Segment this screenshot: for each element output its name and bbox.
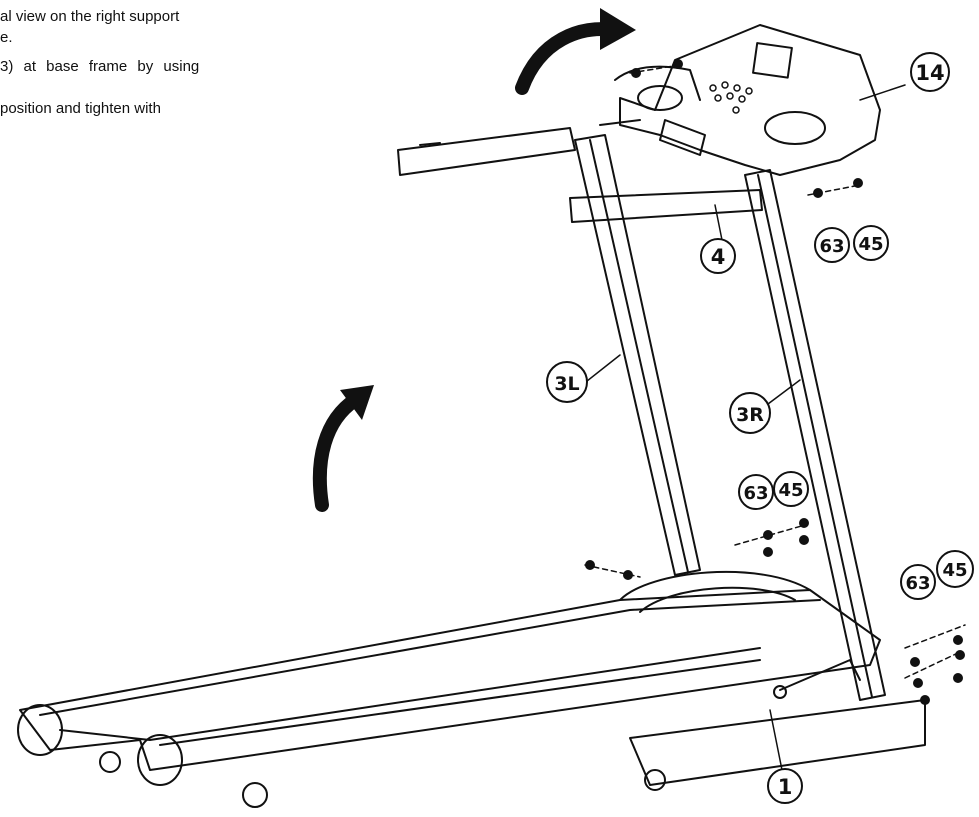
callout-63-mid-label: 63 bbox=[743, 483, 768, 504]
upright-3L bbox=[574, 134, 701, 576]
callout-45-top-label: 45 bbox=[858, 234, 883, 255]
callout-63-right: 63 bbox=[900, 564, 936, 600]
callout-45-right: 45 bbox=[936, 550, 974, 588]
callout-14: 14 bbox=[910, 52, 950, 92]
instruction-text: al view on the right support e. 3) at ba… bbox=[0, 0, 300, 119]
callout-14-label: 14 bbox=[915, 61, 944, 85]
callout-3R-label: 3R bbox=[736, 404, 764, 426]
callout-3L-label: 3L bbox=[554, 373, 579, 395]
upright-3R bbox=[744, 169, 886, 701]
callout-45-right-label: 45 bbox=[942, 560, 967, 581]
callout-63-right-label: 63 bbox=[905, 573, 930, 594]
treadmill-base bbox=[17, 570, 926, 808]
instruction-line: 3) at base frame by using bbox=[0, 58, 200, 75]
callout-4: 4 bbox=[700, 238, 736, 274]
callout-63-mid: 63 bbox=[738, 474, 774, 510]
console bbox=[614, 24, 881, 176]
instruction-line: e. bbox=[0, 29, 13, 46]
callout-3L: 3L bbox=[546, 361, 588, 403]
callout-1-label: 1 bbox=[778, 775, 793, 799]
callout-1: 1 bbox=[767, 768, 803, 804]
instruction-line: al view on the right support bbox=[0, 8, 180, 25]
rotate-arrow-left-head bbox=[340, 385, 374, 420]
rotate-arrow-top-head bbox=[600, 8, 636, 50]
instruction-line: position and tighten with bbox=[0, 100, 161, 117]
left-handlebar bbox=[397, 127, 576, 176]
callout-63-top: 63 bbox=[814, 227, 850, 263]
bolts bbox=[585, 59, 965, 705]
crossbar bbox=[569, 189, 763, 223]
callout-45-mid-label: 45 bbox=[778, 480, 803, 501]
callout-3R: 3R bbox=[729, 392, 771, 434]
callout-63-top-label: 63 bbox=[819, 236, 844, 257]
rotate-arrow-left-icon bbox=[312, 393, 362, 512]
part-callouts: 14 4 63 45 3L 3R 63 45 bbox=[546, 52, 974, 804]
callout-45-top: 45 bbox=[853, 225, 889, 261]
callout-4-label: 4 bbox=[711, 245, 726, 269]
callout-45-mid: 45 bbox=[773, 471, 809, 507]
